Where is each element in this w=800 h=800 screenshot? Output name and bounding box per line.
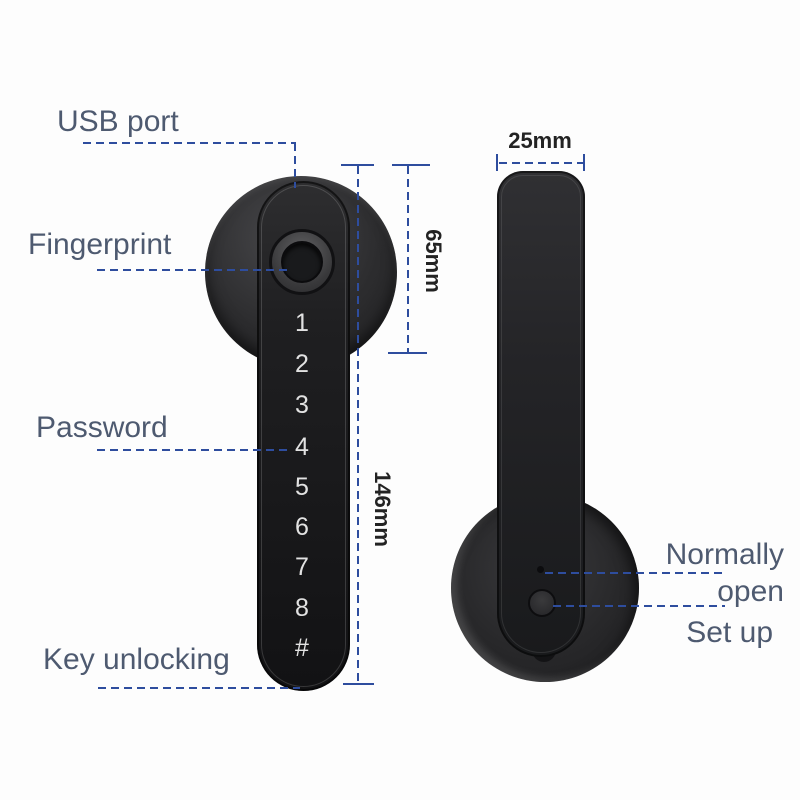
- keypad-key-6: 6: [295, 513, 309, 541]
- dim-25mm-line: [499, 162, 583, 164]
- keypad-key-2: 2: [295, 350, 309, 378]
- set-button: [528, 589, 556, 617]
- keypad-key-3: 3: [295, 391, 309, 419]
- normally-open-callout-line: [545, 572, 727, 574]
- fingerprint-sensor-icon: [269, 229, 335, 295]
- indicator-dot: [537, 566, 544, 573]
- fingerprint-sensor-window: [281, 241, 323, 283]
- usb-port-callout-line: [83, 142, 296, 144]
- dim-146mm-tick-bottom: [343, 683, 374, 685]
- keypad-key-1: 1: [295, 309, 309, 337]
- normally-open-label: Normally open: [665, 538, 784, 608]
- dim-25mm-label: 25mm: [508, 128, 572, 153]
- set-up-label: Set up: [686, 616, 773, 649]
- dim-65mm-label: 65mm: [421, 229, 446, 293]
- keypad-key-4: 4: [295, 433, 309, 461]
- fingerprint-label: Fingerprint: [28, 228, 172, 261]
- keypad-key-8: 8: [295, 594, 309, 622]
- keypad-key-5: 5: [295, 473, 309, 501]
- password-callout-line: [97, 449, 291, 451]
- password-label: Password: [36, 411, 168, 444]
- dim-25mm-tick-left: [496, 154, 498, 171]
- usb-port-label: USB port: [57, 105, 179, 138]
- dim-146mm-label: 146mm: [370, 471, 395, 547]
- key-unlocking-callout-line: [98, 687, 300, 689]
- usb-port-callout-line-vertical: [294, 143, 296, 188]
- keypad-key-hash: #: [295, 634, 309, 662]
- dim-65mm-line: [407, 166, 409, 353]
- back-handle-lever: [497, 171, 585, 657]
- dim-65mm-tick-top: [392, 164, 430, 166]
- key-unlocking-label: Key unlocking: [43, 643, 230, 676]
- dim-65mm-tick-bottom: [388, 352, 427, 354]
- dim-146mm-line: [357, 166, 359, 683]
- keypad-key-7: 7: [295, 553, 309, 581]
- set-up-callout-line: [553, 605, 725, 607]
- fingerprint-callout-line: [97, 269, 289, 271]
- dim-146mm-tick-top: [341, 164, 374, 166]
- dim-25mm-tick-right: [583, 154, 585, 171]
